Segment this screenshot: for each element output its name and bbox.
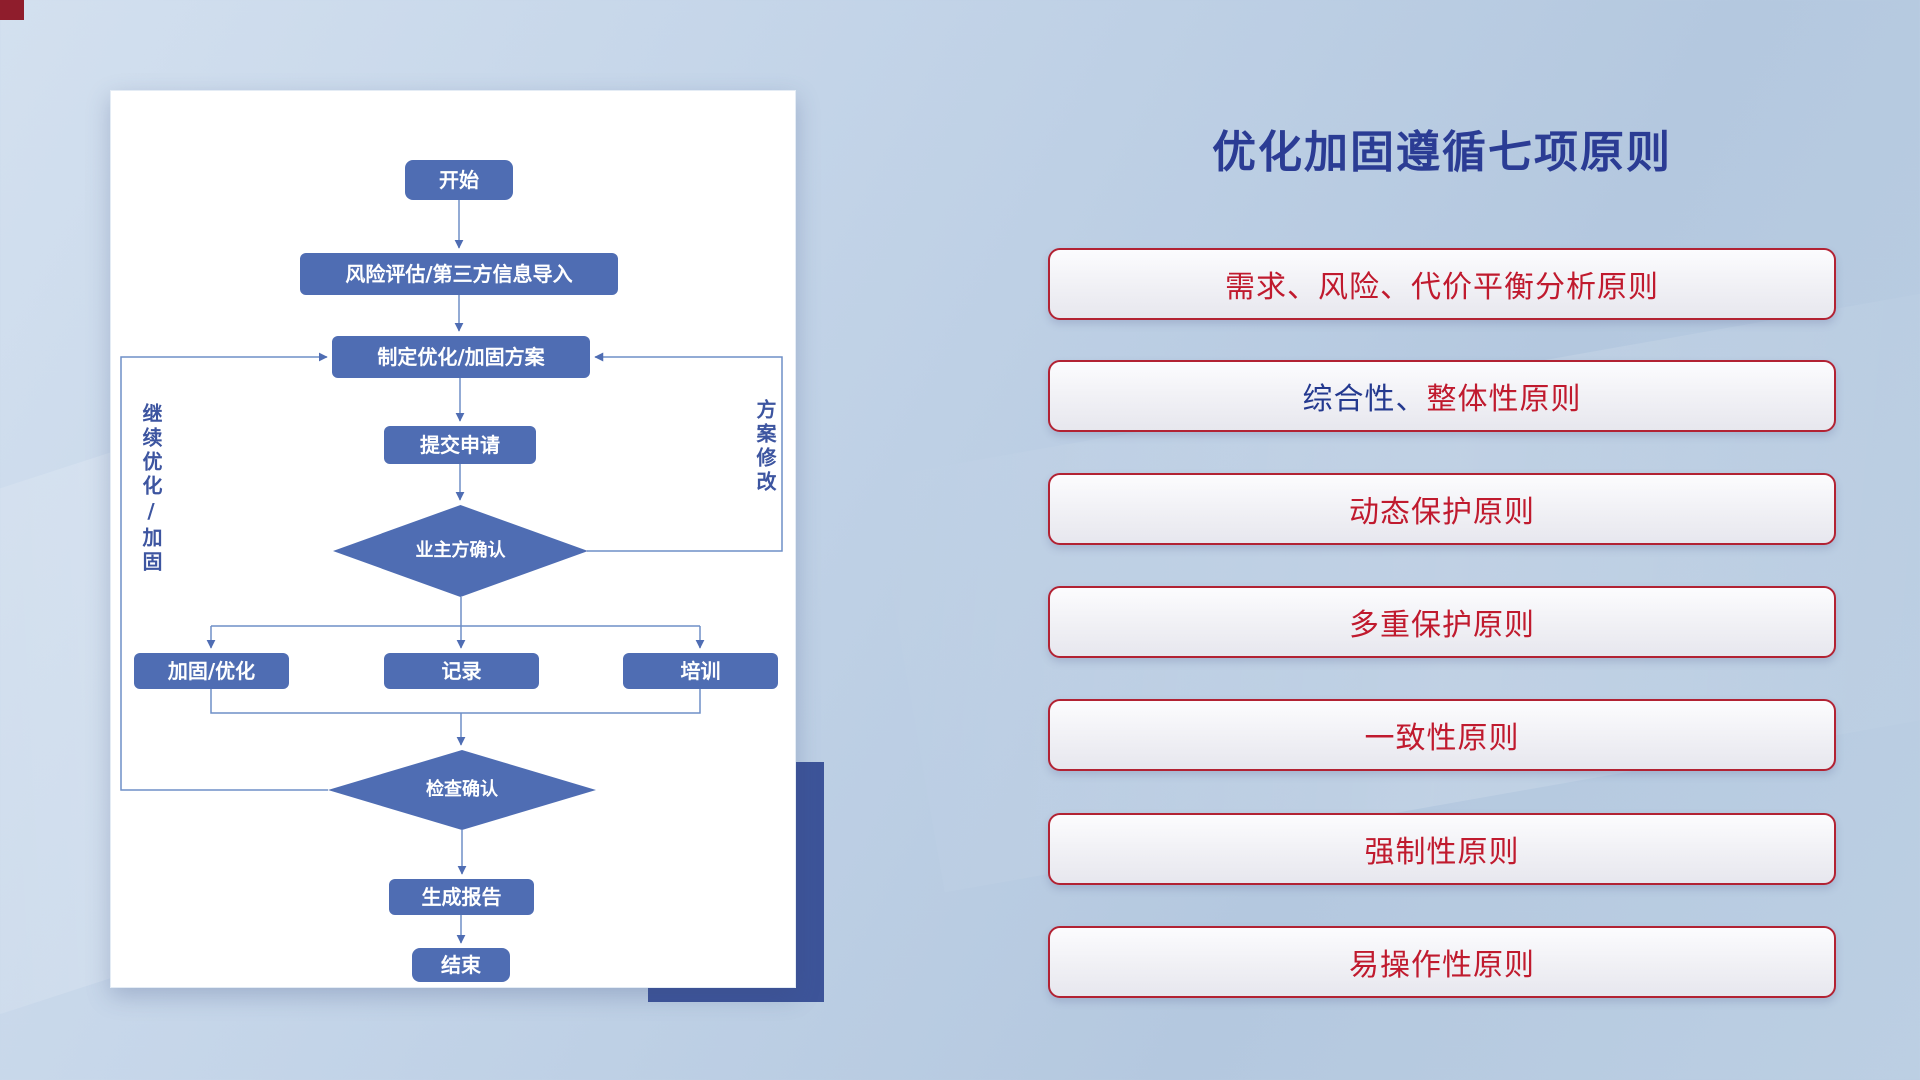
principle-7-text: 易操作性原则 [1349, 948, 1535, 983]
principle-5-text: 一致性原则 [1364, 721, 1520, 756]
principle-4-text: 多重保护原则 [1349, 608, 1535, 643]
principle-item-3: 动态保护原则 [1048, 473, 1836, 545]
principle-item-2: 综合性、整体性原则 [1048, 360, 1836, 432]
principle-2-text: 整体性原则 [1426, 382, 1582, 417]
principle-3-text: 动态保护原则 [1349, 495, 1535, 530]
principle-6-text: 强制性原则 [1364, 835, 1520, 870]
flow-node-make-plan: 制定优化/加固方案 [332, 336, 590, 378]
principle-item-4: 多重保护原则 [1048, 586, 1836, 658]
flow-label-revise: 方案修改 [753, 399, 777, 495]
principle-item-5: 一致性原则 [1048, 699, 1836, 771]
flow-node-record: 记录 [384, 653, 539, 689]
principle-item-1: 需求、风险、代价平衡分析原则 [1048, 248, 1836, 320]
principles-panel: 优化加固遵循七项原则 需求、风险、代价平衡分析原则 综合性、整体性原则 动态保护… [1048, 0, 1836, 1080]
principle-item-7: 易操作性原则 [1048, 926, 1836, 998]
corner-accent-square [0, 0, 24, 20]
principle-1-text: 需求、风险、代价平衡分析原则 [1225, 270, 1659, 305]
flow-node-report: 生成报告 [389, 879, 534, 915]
flow-node-training: 培训 [623, 653, 778, 689]
flowchart-card: 开始 风险评估/第三方信息导入 制定优化/加固方案 提交申请 业主方确认 加固/… [110, 90, 796, 988]
flowchart-connectors [120, 200, 783, 944]
flow-label-continue: 继续优化/加固 [139, 403, 163, 575]
flow-node-reinforce: 加固/优化 [134, 653, 289, 689]
page-title: 优化加固遵循七项原则 [1212, 127, 1672, 178]
principle-2-highlight: 综合性、 [1302, 382, 1427, 417]
flow-node-submit: 提交申请 [384, 426, 536, 464]
flow-node-risk-import: 风险评估/第三方信息导入 [300, 253, 618, 295]
flow-node-start: 开始 [405, 160, 513, 200]
flow-node-end: 结束 [412, 948, 510, 982]
principle-item-6: 强制性原则 [1048, 813, 1836, 885]
